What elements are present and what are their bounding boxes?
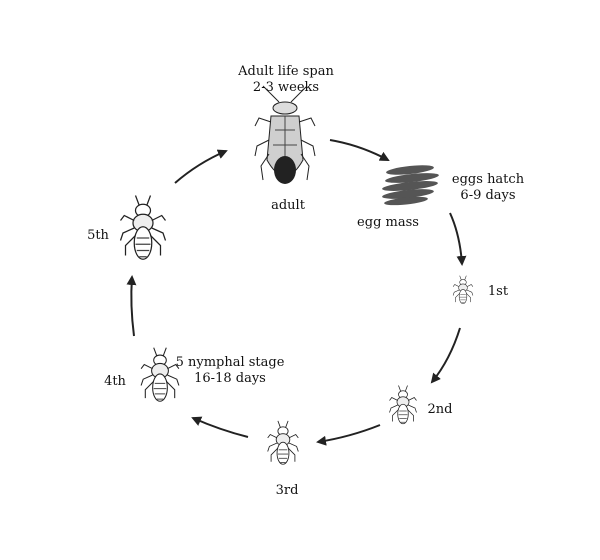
arrow-4th-to-5th bbox=[126, 275, 137, 337]
nymph-5th-image bbox=[119, 194, 167, 260]
eggs-hatch-line1: eggs hatch bbox=[451, 172, 525, 187]
eggs-hatch-line2: 6-9 days bbox=[460, 188, 516, 203]
arrow-3rd-to-4th bbox=[191, 416, 249, 438]
adult-life-span-label: Adult life span 2-3 weeks bbox=[238, 64, 334, 96]
arrow-1st-to-2nd bbox=[430, 327, 461, 384]
fourth-instar-label: 4th bbox=[104, 374, 126, 389]
nymphal-stage-label: 5 nymphal stage 16-18 days bbox=[176, 355, 285, 387]
arrow-adult-to-egg bbox=[329, 139, 390, 161]
egg-mass-image bbox=[382, 165, 439, 206]
third-instar-label: 3rd bbox=[275, 483, 299, 498]
fifth-instar-label: 5th bbox=[87, 228, 109, 243]
eggs-hatch-label: eggs hatch 6-9 days bbox=[452, 172, 524, 204]
adult-span-line1: Adult life span bbox=[238, 64, 334, 79]
arrow-5th-to-adult bbox=[174, 149, 228, 184]
nymph-4th-image bbox=[140, 347, 180, 402]
adult-insect-image bbox=[254, 85, 316, 184]
nymph-1st-image bbox=[452, 275, 474, 305]
arrow-egg-to-1st bbox=[449, 212, 467, 266]
arrow-2nd-to-3rd bbox=[316, 424, 381, 446]
adult-label: adult bbox=[271, 198, 305, 213]
egg-mass-label: egg mass bbox=[357, 215, 419, 230]
adult-span-line2: 2-3 weeks bbox=[252, 80, 320, 95]
second-instar-label: 2nd bbox=[427, 402, 453, 417]
nymphal-line1: 5 nymphal stage bbox=[175, 355, 285, 370]
nymphal-line2: 16-18 days bbox=[194, 371, 266, 386]
nymph-2nd-image bbox=[389, 385, 417, 425]
nymph-3rd-image bbox=[267, 420, 299, 465]
first-instar-label: 1st bbox=[487, 284, 509, 299]
